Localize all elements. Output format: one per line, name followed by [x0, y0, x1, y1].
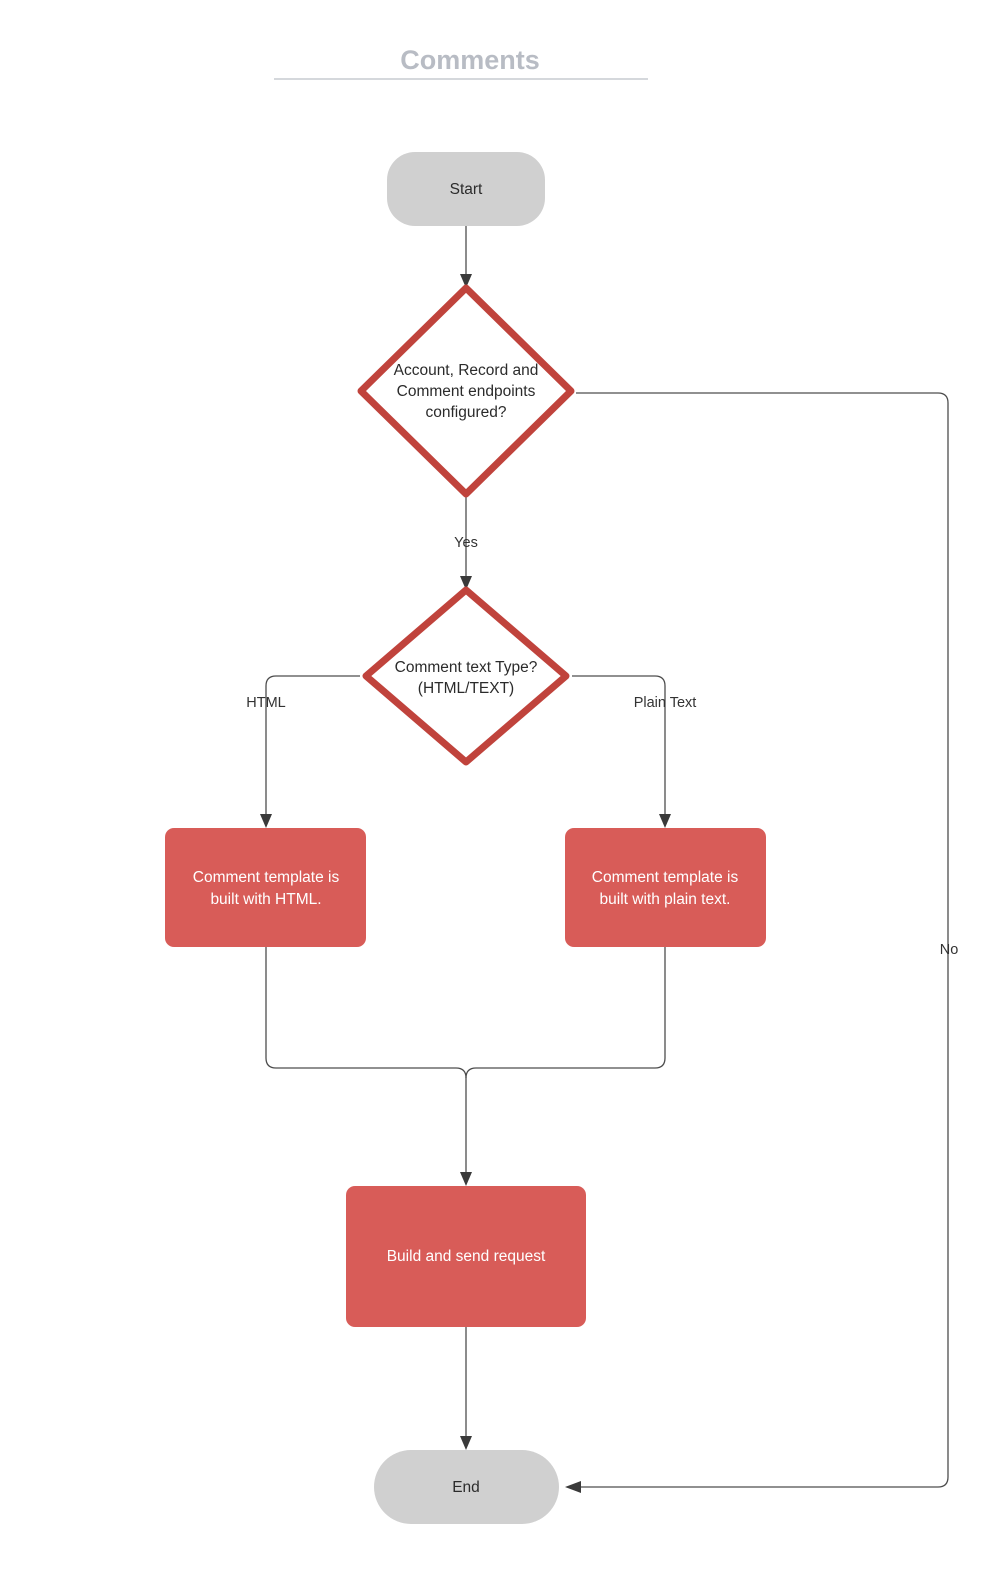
node-process-html-line1: Comment template is — [193, 869, 340, 886]
node-process-plain-line2: built with plain text. — [600, 891, 731, 908]
diagram-title-group: Comments — [274, 45, 648, 80]
edge-decision-texttype-html — [265, 675, 360, 822]
node-decision-endpoints-line1: Account, Record and — [394, 362, 539, 379]
arrowhead-html-to-process — [260, 814, 272, 828]
node-process-plain[interactable]: Comment template is built with plain tex… — [565, 828, 766, 947]
node-decision-texttype-line1: Comment text Type? — [395, 659, 538, 676]
arrowhead-no-to-end — [565, 1481, 581, 1493]
node-start-shape[interactable] — [387, 152, 545, 226]
node-decision-endpoints-line2: Comment endpoints — [397, 383, 536, 400]
node-end-shape[interactable] — [374, 1450, 559, 1524]
node-process-html-shape[interactable] — [165, 828, 366, 947]
node-decision-texttype-line2: (HTML/TEXT) — [418, 680, 514, 697]
node-start[interactable]: Start — [387, 152, 545, 226]
page-title: Comments — [400, 45, 540, 75]
node-decision-texttype-shape[interactable] — [362, 586, 570, 766]
connectors-group: Yes No HTML Plain Text — [246, 226, 958, 1493]
arrowhead-send-to-end — [460, 1436, 472, 1450]
arrowhead-decision-endpoints-yes — [460, 576, 472, 590]
node-process-send-label: Build and send request — [387, 1248, 546, 1265]
edge-label-yes: Yes — [454, 535, 478, 551]
node-process-send-shape[interactable] — [346, 1186, 586, 1327]
edge-decision-endpoints-no — [573, 392, 949, 1488]
node-process-plain-line1: Comment template is — [592, 869, 739, 886]
node-end[interactable]: End — [374, 1450, 559, 1524]
node-decision-texttype[interactable]: Comment text Type? (HTML/TEXT) — [362, 586, 570, 766]
node-process-plain-shape[interactable] — [565, 828, 766, 947]
arrowhead-merge-to-send — [460, 1172, 472, 1186]
edge-process-html-to-send — [265, 947, 467, 1180]
node-process-html-line2: built with HTML. — [210, 891, 321, 908]
arrowhead-start-to-decision-endpoints — [460, 274, 472, 288]
edge-label-no: No — [940, 942, 959, 958]
edge-label-html: HTML — [246, 695, 285, 711]
node-decision-endpoints-line3: configured? — [425, 404, 506, 421]
node-process-html[interactable]: Comment template is built with HTML. — [165, 828, 366, 947]
arrowhead-plain-to-process — [659, 814, 671, 828]
edge-decision-texttype-plain — [572, 675, 666, 822]
node-start-label: Start — [450, 181, 483, 198]
edge-process-plain-to-send — [465, 947, 666, 1079]
node-end-label: End — [452, 1479, 480, 1496]
edge-label-plain-text: Plain Text — [634, 695, 697, 711]
node-process-send[interactable]: Build and send request — [346, 1186, 586, 1327]
node-decision-endpoints[interactable]: Account, Record and Comment endpoints co… — [357, 284, 575, 498]
node-decision-endpoints-shape[interactable] — [357, 284, 575, 498]
